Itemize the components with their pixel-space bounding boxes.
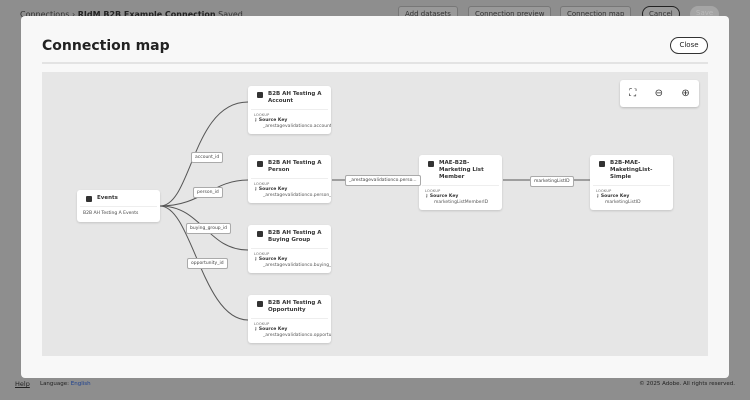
events-icon — [86, 196, 92, 202]
node-description: B2B AH Testing A Events — [83, 211, 139, 216]
key-label: Source Key — [258, 327, 288, 332]
key-icon: ⚷ — [254, 187, 259, 192]
node-type: LOOKUP — [254, 252, 270, 256]
key-icon: ⚷ — [254, 118, 259, 123]
dataset-icon — [257, 161, 263, 167]
edge-label-buying-group: buying_group_id — [186, 223, 232, 234]
fit-to-screen-icon[interactable]: ⛶ — [629, 88, 637, 99]
edge-label-account: account_id — [191, 152, 224, 163]
node-type: LOOKUP — [254, 113, 270, 117]
node-title: B2B AH Testing A Opportunity — [268, 300, 322, 313]
node-account[interactable]: B2B AH Testing A Account LOOKUP ⚷ Source… — [248, 86, 331, 134]
edge-label-person-member: _arestagevalidationco.perso... — [345, 175, 421, 186]
node-title: B2B AH Testing A Account — [268, 91, 322, 104]
node-events[interactable]: Events B2B AH Testing A Events — [77, 190, 160, 222]
language-link[interactable]: English — [70, 381, 91, 387]
node-title: MAE-B2B-Marketing List Member — [439, 160, 484, 180]
dataset-icon — [257, 231, 263, 237]
zoom-controls: ⛶ ⊖ ⊕ — [620, 80, 699, 107]
key-icon: ⚷ — [596, 194, 601, 199]
edge-label-member-list: marketingListID — [530, 176, 574, 187]
divider — [42, 62, 708, 64]
node-title: B2B AH Testing A Person — [268, 160, 322, 173]
map-canvas[interactable]: ⛶ ⊖ ⊕ Events B2B AH Testing A Events B2B… — [42, 72, 708, 356]
key-label: Source Key — [600, 194, 630, 199]
copyright: © 2025 Adobe. All rights reserved. — [639, 381, 735, 387]
node-person[interactable]: B2B AH Testing A Person LOOKUP ⚷ Source … — [248, 155, 331, 203]
language-label: Language: — [40, 381, 69, 387]
key-label: Source Key — [429, 194, 459, 199]
breadcrumb: Connections › RIdM B2B Example Connectio… — [20, 10, 243, 19]
key-value: _arestagevalidationco.person_id — [263, 193, 331, 198]
node-title: B2B AH Testing A Buying Group — [268, 230, 322, 243]
dataset-icon — [599, 161, 605, 167]
node-type: LOOKUP — [596, 189, 612, 193]
key-label: Source Key — [258, 257, 288, 262]
key-value: _arestagevalidationco.opportu... — [263, 333, 331, 338]
key-value: _arestagevalidationco.buying_g... — [263, 263, 331, 268]
connection-map-dialog: Connection map Close ⛶ ⊖ ⊕ Events B2B AH… — [21, 16, 729, 378]
dataset-icon — [428, 161, 434, 167]
breadcrumb-root[interactable]: Connections — [20, 10, 70, 19]
status: Saved — [218, 10, 243, 19]
node-title: B2B-MAE-MaketingList-Simple — [610, 160, 653, 180]
dataset-icon — [257, 92, 263, 98]
key-label: Source Key — [258, 187, 288, 192]
key-icon: ⚷ — [425, 194, 430, 199]
help-link[interactable]: Help — [15, 380, 30, 388]
key-icon: ⚷ — [254, 327, 259, 332]
dialog-title: Connection map — [42, 38, 170, 54]
edge-label-opportunity: opportunity_id — [187, 258, 228, 269]
node-title: Events — [97, 195, 118, 201]
key-value: marketingListMemberID — [434, 200, 489, 205]
node-marketing-list[interactable]: B2B-MAE-MaketingList-Simple LOOKUP ⚷ Sou… — [590, 155, 673, 210]
dataset-icon — [257, 301, 263, 307]
node-opportunity[interactable]: B2B AH Testing A Opportunity LOOKUP ⚷ So… — [248, 295, 331, 343]
key-icon: ⚷ — [254, 257, 259, 262]
key-value: marketingListID — [605, 200, 641, 205]
node-type: LOOKUP — [254, 322, 270, 326]
language: Language: English — [40, 381, 91, 387]
node-type: LOOKUP — [254, 182, 270, 186]
node-marketing-list-member[interactable]: MAE-B2B-Marketing List Member LOOKUP ⚷ S… — [419, 155, 502, 210]
zoom-out-icon[interactable]: ⊖ — [654, 88, 663, 99]
key-label: Source Key — [258, 118, 288, 123]
edge-label-person: person_id — [193, 187, 223, 198]
zoom-in-icon[interactable]: ⊕ — [681, 88, 690, 99]
node-type: LOOKUP — [425, 189, 441, 193]
breadcrumb-current: RIdM B2B Example Connection — [77, 10, 216, 19]
close-button[interactable]: Close — [670, 37, 708, 54]
key-value: _arestagevalidationco.account_id — [263, 124, 331, 129]
node-buying-group[interactable]: B2B AH Testing A Buying Group LOOKUP ⚷ S… — [248, 225, 331, 273]
